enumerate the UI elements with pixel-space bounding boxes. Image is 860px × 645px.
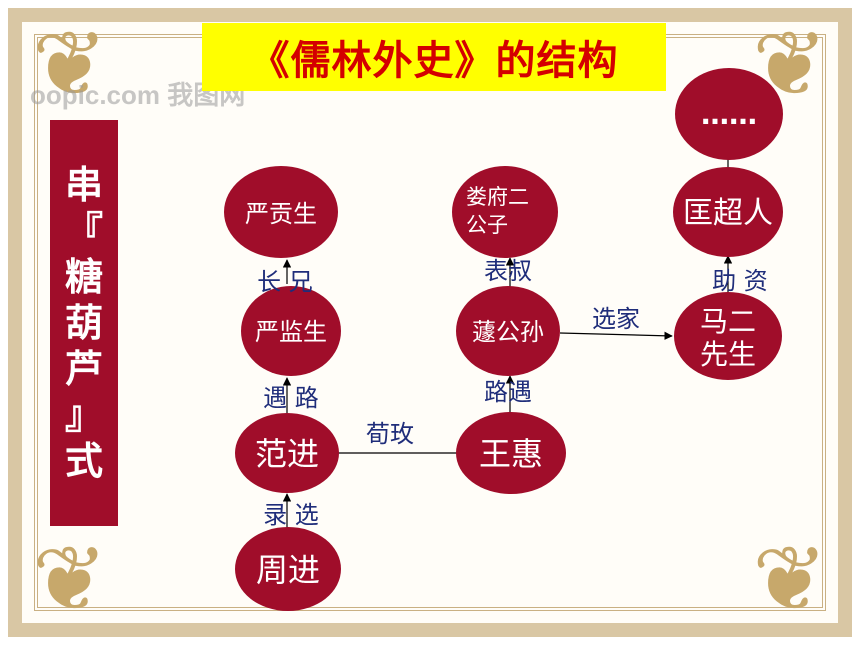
- node-label: 马二: [700, 305, 756, 338]
- side-banner-char: 式: [64, 439, 103, 483]
- edge-label: 助 资: [712, 267, 768, 295]
- edge-qu-ma: [559, 331, 673, 340]
- side-banner: 串 『 糖 葫 芦 』 式: [50, 120, 118, 526]
- node-wang-hui: 王惠: [456, 412, 566, 494]
- side-banner-char: 芦: [64, 347, 103, 391]
- node-kuang-chaoren: 匡超人: [673, 167, 783, 257]
- edge-label: 表叔: [484, 257, 532, 285]
- edge-label: 遇 路: [263, 384, 319, 412]
- node-yan-gongsheng: 严贡生: [224, 166, 338, 258]
- corner-ornament-icon: ❦: [32, 527, 108, 632]
- side-banner-char: 』: [64, 393, 103, 437]
- node-ma-er: 马二 先生: [674, 292, 782, 380]
- node-ellipsis: ……: [675, 68, 783, 160]
- edge-label: 荀玫: [366, 420, 414, 448]
- node-label: 先生: [700, 338, 756, 371]
- side-banner-char: 『: [64, 209, 103, 253]
- node-label: 匡超人: [683, 196, 773, 231]
- node-label: ……: [701, 98, 757, 131]
- node-yan-jiansheng: 严监生: [241, 286, 341, 376]
- side-banner-char: 串: [64, 163, 103, 207]
- page-title: 《儒林外史》的结构: [249, 38, 619, 84]
- title-box: 《儒林外史》的结构: [202, 23, 666, 91]
- node-label: 周进: [256, 551, 320, 589]
- node-label: 蘧公孙: [472, 318, 544, 346]
- node-label: 严监生: [255, 318, 327, 346]
- side-banner-char: 葫: [64, 301, 103, 345]
- side-banner-char: 糖: [64, 255, 103, 299]
- node-label: 王惠: [479, 435, 543, 473]
- node-label: 范进: [255, 435, 319, 473]
- node-zhou-jin: 周进: [235, 527, 341, 611]
- edge-label: 路遇: [484, 378, 532, 406]
- edge-label: 录 选: [263, 501, 319, 529]
- node-label: 严贡生: [245, 200, 317, 228]
- node-lou-fu: 娄府二 公子: [452, 166, 558, 258]
- node-label: 娄府二: [466, 185, 529, 209]
- node-qu-gongsun: 蘧公孙: [456, 286, 560, 376]
- corner-ornament-icon: ❦: [752, 527, 828, 632]
- node-fan-jin: 范进: [235, 413, 339, 493]
- edge-label: 长 兄: [257, 268, 313, 296]
- edge-label: 选家: [592, 305, 640, 333]
- corner-ornament-icon: ❦: [32, 12, 108, 117]
- node-label: 公子: [466, 213, 508, 237]
